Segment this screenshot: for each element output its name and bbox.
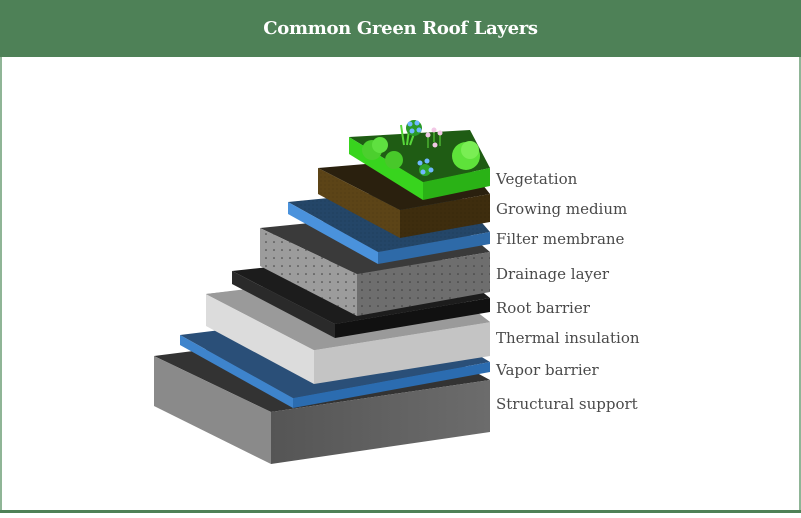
page-title: Common Green Roof Layers — [263, 18, 538, 39]
footer-bar — [0, 510, 801, 513]
label-vapor-barrier: Vapor barrier — [496, 361, 599, 379]
plants-icon — [362, 120, 480, 176]
header-banner: Common Green Roof Layers — [0, 0, 801, 57]
green-roof-diagram: Vegetation Growing medium Filter membran… — [0, 57, 801, 510]
label-thermal-insulation: Thermal insulation — [496, 329, 640, 347]
layer-vegetation — [349, 120, 490, 200]
label-root-barrier: Root barrier — [496, 299, 590, 317]
label-growing-medium: Growing medium — [496, 200, 628, 218]
label-vegetation: Vegetation — [496, 170, 578, 188]
label-structural-support: Structural support — [496, 395, 638, 413]
label-drainage-layer: Drainage layer — [496, 265, 610, 283]
label-filter-membrane: Filter membrane — [496, 230, 625, 248]
layer-stack-illustration — [154, 120, 490, 464]
